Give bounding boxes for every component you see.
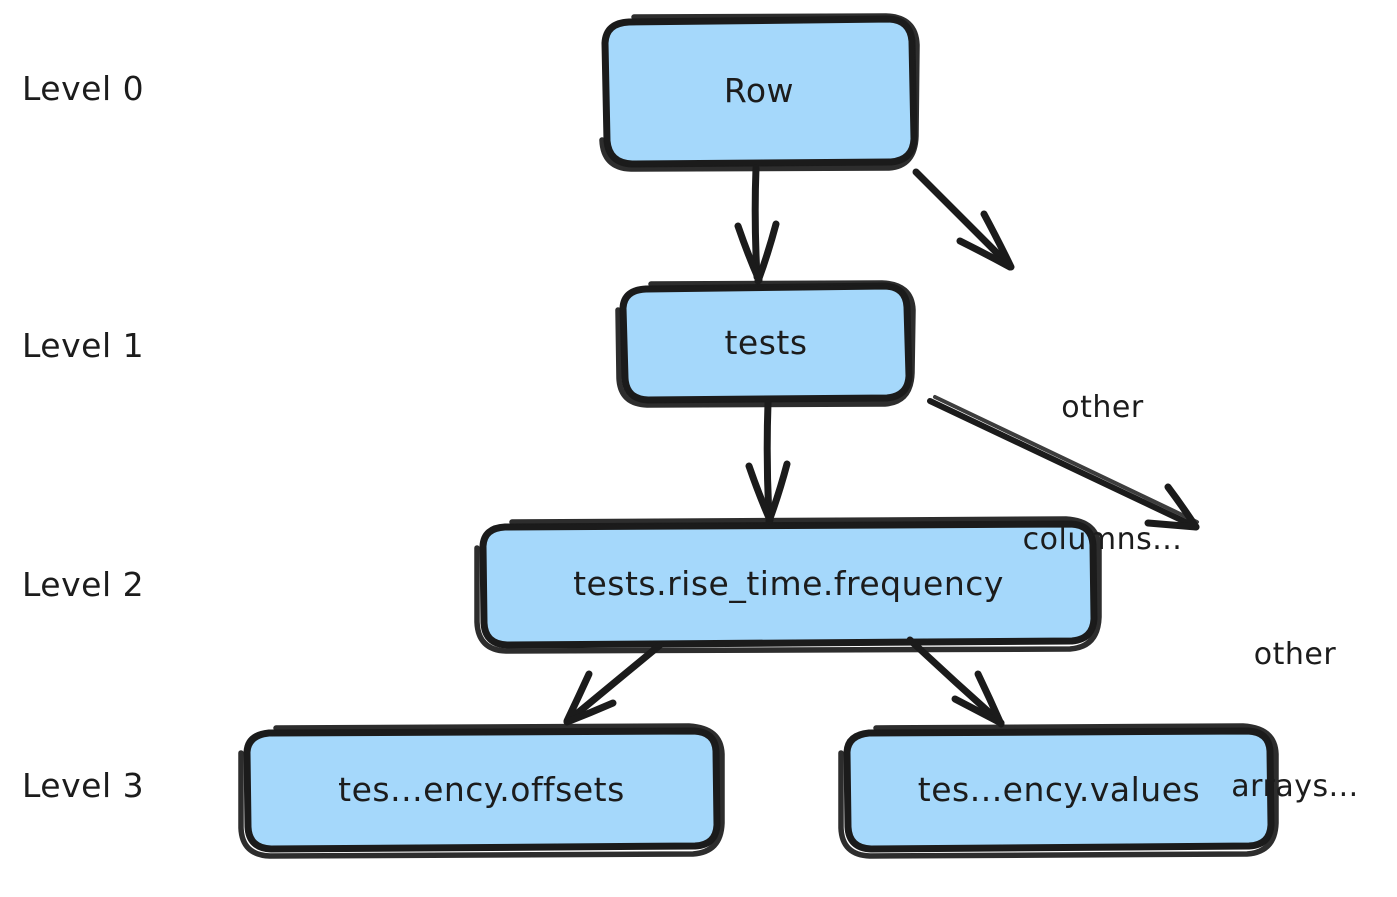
annotation-other-columns: other columns... xyxy=(1000,298,1205,650)
node-frequency-shape[interactable] xyxy=(474,516,1102,654)
edge-tests-to-other-arrays xyxy=(927,395,1200,531)
level-label-3: Level 3 xyxy=(22,766,145,805)
edge-frequency-to-offsets xyxy=(563,641,664,726)
node-offsets-shape[interactable] xyxy=(238,723,725,859)
edge-row-to-other-columns xyxy=(912,168,1015,271)
node-row[interactable]: Row xyxy=(603,17,915,165)
node-frequency[interactable]: tests.rise_time.frequency xyxy=(481,522,1096,646)
annotation-other-arrays-line1: other xyxy=(1253,637,1337,672)
annotation-other-arrays: other arrays... xyxy=(1205,545,1385,897)
edge-frequency-to-values xyxy=(906,636,1005,728)
annotation-other-columns-line2: columns... xyxy=(1022,522,1183,557)
edge-row-to-tests xyxy=(734,164,780,285)
node-row-label: Row xyxy=(723,71,795,110)
annotation-other-arrays-line2: arrays... xyxy=(1231,769,1359,804)
edge-tests-to-frequency xyxy=(745,399,791,525)
node-tests-shape[interactable] xyxy=(615,280,916,408)
node-tests[interactable]: tests xyxy=(621,284,911,401)
node-offsets[interactable]: tes...ency.offsets xyxy=(245,729,718,850)
diagram-sketch-layer xyxy=(238,13,1279,859)
annotation-other-columns-line1: other xyxy=(1061,390,1144,425)
node-values[interactable]: tes...ency.values xyxy=(845,729,1273,850)
diagram-canvas: Level 0 Level 1 Level 2 Level 3 Row test… xyxy=(22,13,1359,859)
level-label-2: Level 2 xyxy=(22,565,145,604)
level-label-0: Level 0 xyxy=(22,69,145,108)
node-values-label: tes...ency.values xyxy=(917,769,1201,809)
level-label-1: Level 1 xyxy=(22,326,145,365)
node-values-shape[interactable] xyxy=(838,723,1279,859)
node-frequency-label: tests.rise_time.frequency xyxy=(573,564,1004,603)
node-row-shape[interactable] xyxy=(599,13,920,172)
node-offsets-label: tes...ency.offsets xyxy=(338,769,625,809)
node-tests-label: tests xyxy=(724,322,808,362)
